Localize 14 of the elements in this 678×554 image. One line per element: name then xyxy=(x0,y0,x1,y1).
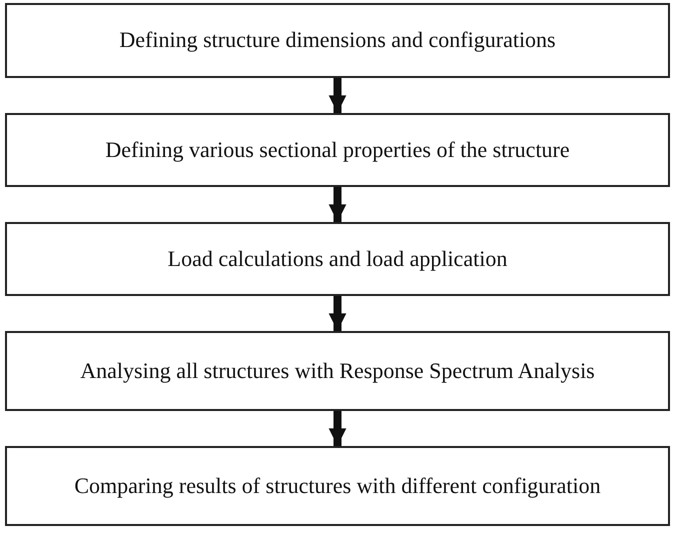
step-text: Analysing all structures with Response Spectrum Analysis xyxy=(80,356,595,385)
process-box xyxy=(5,113,670,187)
arrow xyxy=(328,296,346,331)
step-text: Defining various sectional properties of the structure xyxy=(105,136,570,164)
step-text: Comparing results of structures with different configuration xyxy=(74,472,601,500)
process-box xyxy=(5,3,670,78)
step-text: Defining structure dimensions and configurations xyxy=(119,26,556,54)
process-box xyxy=(5,331,670,411)
arrow xyxy=(328,78,346,113)
arrow xyxy=(328,411,346,446)
process-box xyxy=(5,446,670,526)
process-box xyxy=(5,222,670,296)
step-text: Load calculations and load application xyxy=(168,244,508,273)
arrow xyxy=(328,187,346,222)
